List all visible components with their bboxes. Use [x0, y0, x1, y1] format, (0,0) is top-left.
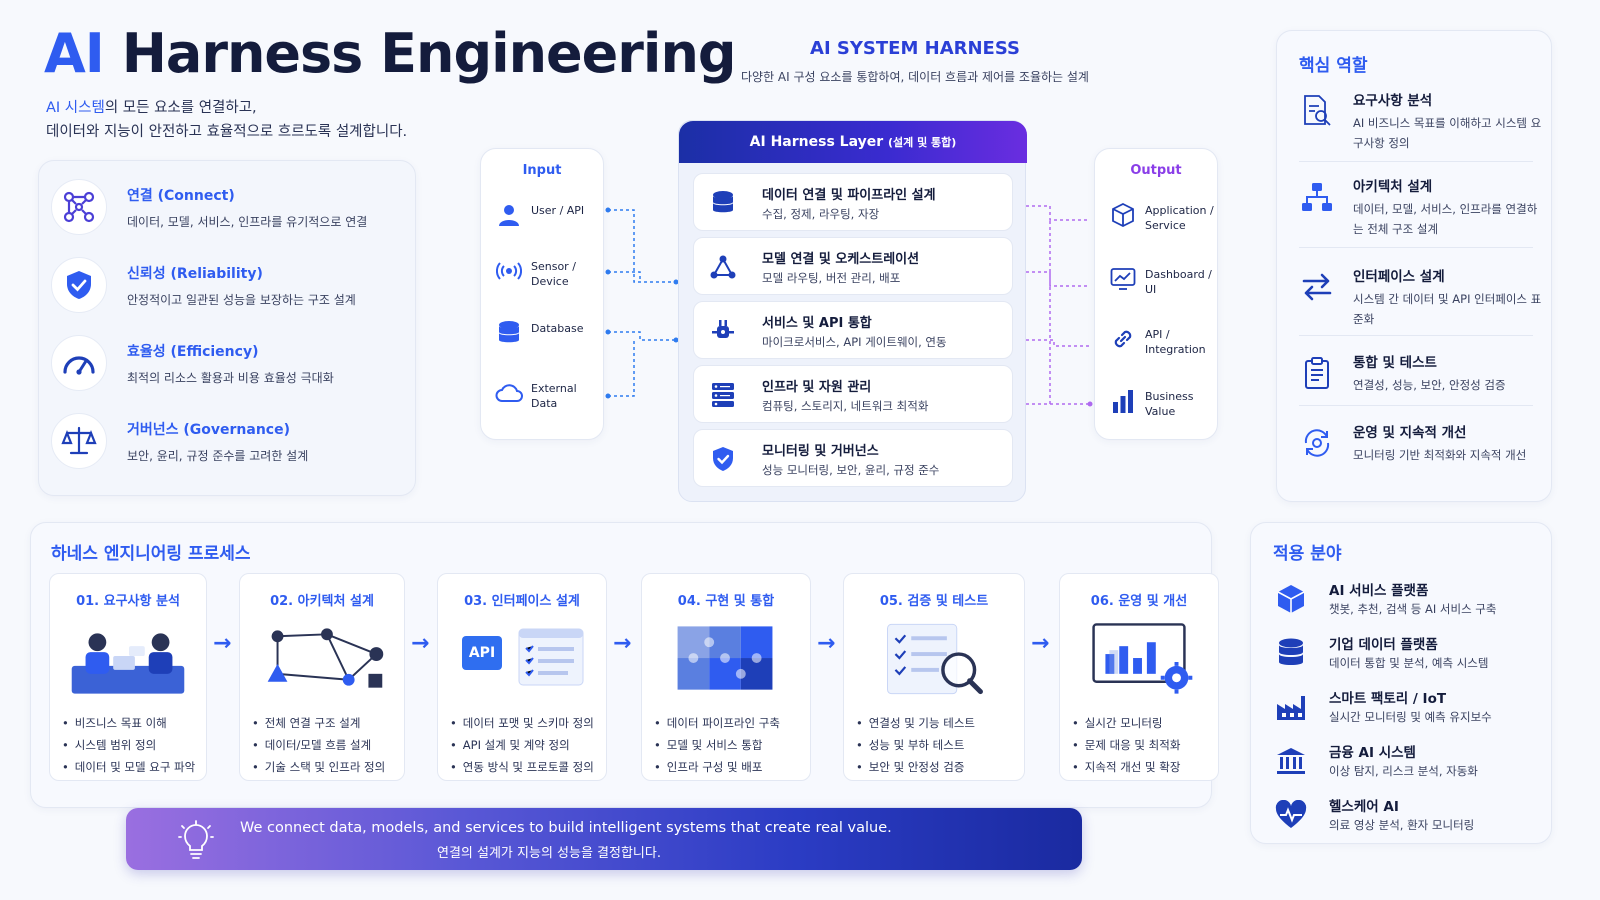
input-item-user: User / API [493, 197, 599, 237]
arrow-right-icon: → [411, 631, 430, 656]
roles-panel: 핵심 역할 요구사항 분석 AI 비즈니스 목표를 이해하고 시스템 요구사항 … [1276, 30, 1552, 502]
output-panel: Output Application / Service Dashboard /… [1094, 148, 1218, 440]
principle-efficiency: 효율성 (Efficiency) 최적의 리소스 활용과 비용 효율성 극대화 [51, 331, 411, 401]
scale-icon [51, 413, 107, 469]
roles-title: 핵심 역할 [1299, 56, 1368, 76]
harness-layer: AI Harness Layer (설계 및 통합) 데이터 연결 및 파이프라… [678, 120, 1027, 502]
swap-arrows-icon [1299, 269, 1335, 305]
process-step-6: 06. 운영 및 개선 실시간 모니터링 문제 대응 및 최적화 지속적 개선 … [1059, 573, 1219, 781]
layer-row-governance: 모니터링 및 거버넌스 성능 모니터링, 보안, 윤리, 규정 준수 [693, 429, 1013, 487]
output-item-application: Application / Service [1107, 197, 1214, 237]
gauge-icon [51, 335, 107, 391]
principle-reliability: 신뢰성 (Reliability) 안정적이고 일관된 성능을 보장하는 구조 … [51, 253, 411, 323]
harness-subtitle: 다양한 AI 구성 요소를 통합하여, 데이터 흐름과 제어를 조율하는 설계 [741, 70, 1089, 84]
plug-icon [708, 316, 738, 346]
page-subtitle: AI 시스템의 모든 요소를 연결하고, 데이터와 지능이 안전하고 효율적으로… [46, 100, 408, 140]
app-smart-factory: 스마트 팩토리 / IoT 실시간 모니터링 및 예측 유지보수 [1273, 687, 1543, 733]
applications-panel: 적용 분야 AI 서비스 플랫폼 챗봇, 추천, 검색 등 AI 서비스 구축 … [1250, 522, 1552, 844]
layer-row-model: 모델 연결 및 오케스트레이션 모델 라우팅, 버전 관리, 배포 [693, 237, 1013, 295]
checklist-illustration [887, 623, 983, 695]
banner-english: We connect data, models, and services to… [240, 820, 892, 836]
api-illustration: API [438, 620, 606, 700]
applications-title: 적용 분야 [1273, 544, 1342, 564]
input-item-external: External Data [493, 375, 599, 415]
output-item-dashboard: Dashboard / UI [1107, 261, 1213, 301]
process-step-4: 04. 구현 및 통합 데이터 파이프라인 구축 모델 및 서비스 통합 인프라… [641, 573, 811, 781]
principle-connect: 연결 (Connect) 데이터, 모델, 서비스, 인프라를 유기적으로 연결 [51, 175, 411, 245]
output-item-api: API / Integration [1107, 321, 1213, 361]
app-ai-service-platform: AI 서비스 플랫폼 챗봇, 추천, 검색 등 AI 서비스 구축 [1273, 579, 1543, 625]
factory-icon [1273, 689, 1309, 725]
divider [1299, 161, 1533, 162]
bar-chart-icon [1109, 387, 1137, 415]
input-item-database: Database [493, 315, 599, 355]
database-icon [495, 319, 523, 347]
page-title: AI Harness Engineering [44, 22, 737, 85]
sensor-icon [495, 257, 523, 285]
process-step-5: 05. 검증 및 테스트 연결성 및 기능 테스트 성능 및 부하 테스트 보안… [843, 573, 1025, 781]
harness-layer-header: AI Harness Layer (설계 및 통합) [679, 121, 1027, 163]
harness-title: AI SYSTEM HARNESS [810, 38, 1020, 59]
document-search-icon [1299, 93, 1335, 129]
form-illustration [518, 628, 584, 686]
arrow-right-icon: → [213, 631, 232, 656]
divider [1299, 335, 1533, 336]
server-icon [708, 380, 738, 410]
process-title: 하네스 엔지니어링 프로세스 [51, 544, 251, 564]
process-panel: 하네스 엔지니어링 프로세스 01. 요구사항 분석 비즈니스 목표 이해 시스… [30, 522, 1219, 808]
principle-governance: 거버넌스 (Governance) 보안, 윤리, 규정 준수를 고려한 설계 [51, 409, 411, 479]
input-connectors [605, 207, 679, 399]
principles-panel: 연결 (Connect) 데이터, 모델, 서비스, 인프라를 유기적으로 연결… [38, 160, 416, 496]
arrow-right-icon: → [1031, 631, 1050, 656]
bank-icon [1273, 743, 1309, 779]
output-item-business: Business Value [1107, 383, 1213, 423]
shield-check-icon [51, 257, 107, 313]
process-step-2: 02. 아키텍처 설계 전체 연결 구조 설계 데이터/모델 흐름 설계 기술 … [239, 573, 405, 781]
divider [1299, 405, 1533, 406]
network-icon [51, 179, 107, 235]
lightbulb-icon [178, 820, 214, 859]
layer-row-data: 데이터 연결 및 파이프라인 설계 수집, 정제, 라우팅, 자장 [693, 173, 1013, 231]
layer-row-service: 서비스 및 API 통합 마이크로서비스, API 게이트웨이, 연동 [693, 301, 1013, 359]
cube-icon [1273, 581, 1309, 617]
user-icon [495, 201, 523, 229]
divider [1299, 247, 1533, 248]
cloud-icon [495, 379, 523, 407]
link-icon [1109, 325, 1137, 353]
api-badge: API [462, 636, 502, 670]
arrow-right-icon: → [817, 631, 836, 656]
process-step-1: 01. 요구사항 분석 비즈니스 목표 이해 시스템 범위 정의 데이터 및 모… [49, 573, 207, 781]
heart-pulse-icon [1273, 797, 1309, 833]
database-icon [1273, 635, 1309, 671]
app-finance: 금융 AI 시스템 이상 탐지, 리스크 분석, 자동화 [1273, 741, 1543, 787]
banner-korean: 연결의 설계가 지능의 성능을 결정합니다. [437, 846, 661, 861]
app-healthcare: 헬스케어 AI 의료 영상 분석, 환자 모니터링 [1273, 795, 1543, 841]
arrow-right-icon: → [613, 631, 632, 656]
process-step-3: 03. 인터페이스 설계 API 데이터 포맷 및 스키마 정의 API 설계 … [437, 573, 607, 781]
clipboard-icon [1299, 355, 1335, 391]
shield-check-icon [708, 444, 738, 474]
cube-icon [1109, 201, 1137, 229]
node-graph-illustration [267, 628, 384, 688]
dashboard-icon [1109, 265, 1137, 293]
input-panel: Input User / API Sensor / Device Databas… [480, 148, 604, 440]
layer-row-infra: 인프라 및 자원 관리 컴퓨팅, 스토리지, 네트워크 최적화 [693, 365, 1013, 423]
puzzle-illustration [677, 626, 773, 690]
database-icon [708, 188, 738, 218]
app-data-platform: 기업 데이터 플랫폼 데이터 통합 및 분석, 예측 시스템 [1273, 633, 1543, 679]
monitor-illustration [1092, 623, 1193, 694]
input-item-sensor: Sensor / Device [493, 253, 599, 293]
gear-cycle-icon [1299, 425, 1335, 461]
meeting-illustration [71, 633, 185, 694]
mission-banner: We connect data, models, and services to… [126, 808, 1082, 870]
graph-nodes-icon [708, 252, 738, 282]
hierarchy-icon [1299, 179, 1335, 215]
